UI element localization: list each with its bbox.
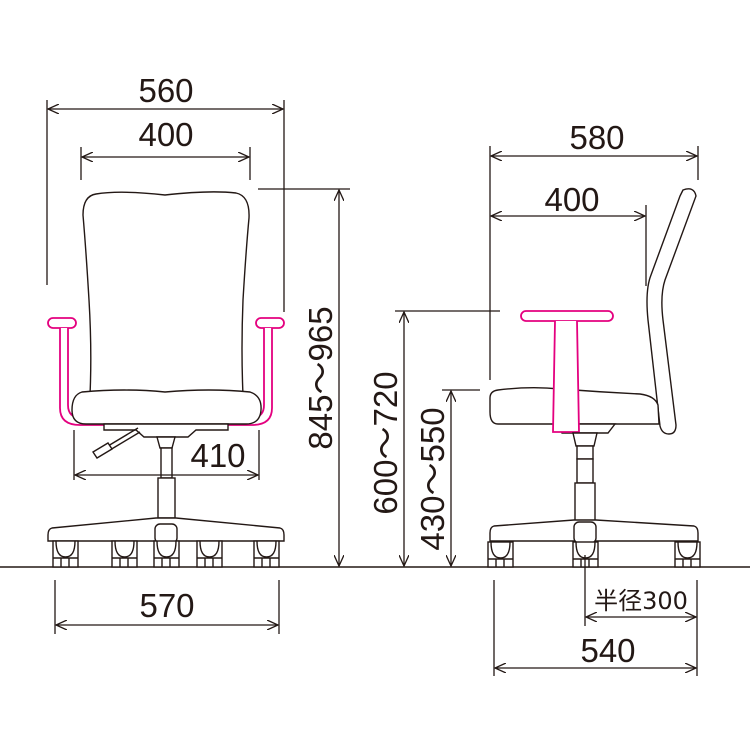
caster (253, 540, 280, 568)
front-backrest (82, 191, 250, 396)
dim-side-overall-depth: 580 (489, 119, 699, 380)
front-gas-cylinder (156, 436, 176, 519)
caster (196, 540, 223, 568)
dim-front-seat-width: 410 (73, 430, 260, 480)
dim-front-overall-width: 560 (46, 72, 285, 312)
side-backrest (646, 188, 697, 435)
label-seat-width: 410 (190, 437, 245, 474)
label-base-width: 570 (139, 587, 194, 624)
label-seat-depth: 400 (544, 181, 599, 218)
caster (52, 540, 79, 568)
front-height-lever (92, 427, 141, 459)
label-overall-width: 560 (138, 72, 193, 109)
dim-overall-height: 845～965 (258, 188, 350, 566)
dim-side-seat-depth: 400 (491, 181, 647, 286)
label-backrest-width: 400 (138, 116, 193, 153)
front-seat-mechanism (103, 423, 229, 438)
label-overall-height: 845～965 (302, 306, 339, 449)
caster (153, 540, 180, 568)
dim-seat-height: 430～550 (414, 389, 480, 566)
label-armrest-height: 600～720 (367, 371, 404, 514)
dim-front-backrest-width: 400 (80, 116, 251, 180)
side-view: 580 400 600～720 430～550 半径300 (367, 119, 701, 676)
front-casters (52, 540, 280, 568)
side-casters (487, 541, 701, 568)
front-base-hub (154, 523, 178, 544)
label-seat-height: 430～550 (414, 407, 451, 550)
side-armrest (520, 310, 614, 433)
dim-front-base-width: 570 (54, 580, 280, 634)
label-base-radius: 半径300 (594, 587, 688, 615)
dim-base-radius: 半径300 (584, 555, 698, 626)
front-view: 560 400 410 570 845～965 (46, 72, 350, 634)
caster (111, 540, 138, 568)
caster (487, 541, 514, 568)
label-overall-depth: 580 (569, 119, 624, 156)
label-base-depth: 540 (580, 632, 635, 669)
front-seat-cushion (71, 389, 262, 425)
caster (674, 541, 701, 568)
side-base-hub (573, 521, 597, 544)
dim-armrest-height: 600～720 (367, 310, 500, 566)
side-gas-cylinder (572, 432, 598, 524)
dim-side-base-depth: 540 (493, 580, 698, 676)
